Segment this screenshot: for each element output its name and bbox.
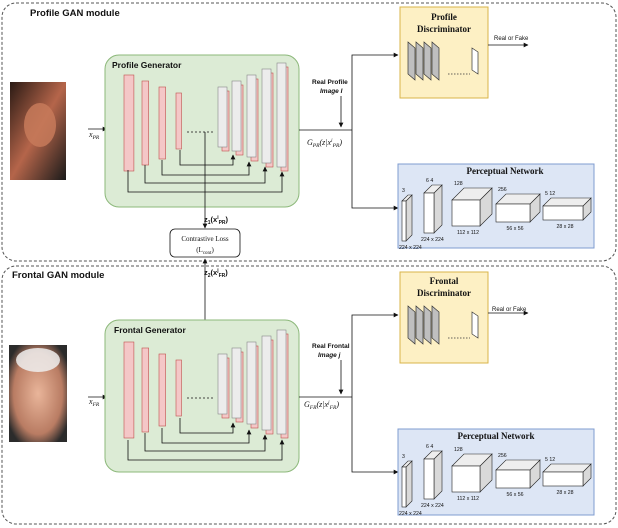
- discriminator-layer: [407, 41, 416, 81]
- perceptual-size-label: 112 x 112: [457, 230, 479, 236]
- profile-input-label: xPR: [88, 130, 100, 141]
- perceptual-size-label: 56 x 56: [506, 226, 523, 232]
- encoder-block: [158, 353, 166, 427]
- profile-module-box: [1, 2, 617, 262]
- profile-generator-label: Profile Generator: [112, 60, 182, 70]
- profile-real-image-label-2: Image I: [320, 88, 343, 95]
- frontal-discriminator-title-2: Discriminator: [417, 288, 471, 298]
- perceptual-layer-side: [405, 460, 413, 508]
- profile-generator-encoder: [123, 74, 182, 172]
- perceptual-size-label: 224 x 224: [421, 237, 444, 243]
- profile-perceptual-title: Perceptual Network: [466, 166, 543, 176]
- profile-generator-decoder: [217, 62, 289, 172]
- perceptual-layer: [423, 192, 435, 234]
- frontal-module-box: [1, 265, 617, 525]
- perceptual-layer: [423, 458, 435, 500]
- discriminator-layer: [415, 305, 424, 345]
- perceptual-layer: [542, 205, 584, 221]
- discriminator-layer: [423, 305, 432, 345]
- perceptual-channel-label: 128: [454, 181, 463, 187]
- perceptual-size-label: 224 x 224: [399, 511, 422, 517]
- frontal-real-image-label: Real Frontal: [312, 343, 350, 350]
- perceptual-layer: [451, 465, 481, 493]
- frontal-module-title: Frontal GAN module: [12, 270, 104, 281]
- frontal-output-label: GFR(z|xjFR): [304, 400, 339, 411]
- perceptual-channel-label: 256: [498, 453, 507, 459]
- decoder-block: [246, 341, 257, 425]
- profile-discriminator-layers: [407, 41, 479, 81]
- frontal-discriminator-layers: [407, 305, 479, 345]
- frontal-input-label: xFR: [88, 397, 100, 408]
- perceptual-size-label: 224 x 224: [421, 503, 444, 509]
- decoder-block: [217, 86, 228, 148]
- discriminator-output-layer: [471, 47, 479, 75]
- perceptual-channel-label: 6 4: [426, 178, 433, 184]
- frontal-discriminator-title-1: Frontal: [430, 276, 459, 286]
- encoder-block: [175, 92, 182, 150]
- perceptual-size-label: 112 x 112: [457, 496, 479, 502]
- decoder-block: [261, 68, 272, 164]
- frontal-generator-decoder: [217, 329, 289, 439]
- encoder-block: [175, 359, 182, 417]
- decoder-block: [276, 329, 287, 435]
- decoder-block: [246, 74, 257, 158]
- perceptual-size-label: 224 x 224: [399, 245, 422, 251]
- perceptual-channel-label: 5 12: [545, 457, 555, 463]
- frontal-real-image-label-2: Image j: [318, 352, 341, 359]
- profile-discriminator-title-1: Profile: [431, 12, 457, 22]
- discriminator-output-layer: [471, 311, 479, 339]
- perceptual-channel-label: 5 12: [545, 191, 555, 197]
- discriminator-layer: [415, 41, 424, 81]
- frontal-generator-label: Frontal Generator: [114, 325, 186, 335]
- perceptual-size-label: 28 x 28: [556, 224, 573, 230]
- encoder-block: [141, 347, 149, 433]
- discriminator-layer: [431, 41, 440, 81]
- discriminator-layer: [407, 305, 416, 345]
- perceptual-layer-top: [542, 463, 592, 473]
- decoder-block: [231, 80, 242, 152]
- perceptual-channel-label: 256: [498, 187, 507, 193]
- contrastive-loss-box: [169, 228, 241, 258]
- encoder-block: [141, 80, 149, 166]
- profile-real-image-label: Real Profile: [312, 79, 348, 86]
- decoder-block: [261, 335, 272, 431]
- profile-output-label: GPR(z|xiPR): [307, 138, 342, 149]
- profile-real-or-fake: Real or Fake: [494, 36, 529, 42]
- perceptual-layer: [542, 471, 584, 487]
- perceptual-layer: [451, 199, 481, 227]
- perceptual-layer-side: [405, 194, 413, 242]
- frontal-latent-label: z2(xjFR): [204, 268, 228, 279]
- frontal-perceptual-title: Perceptual Network: [457, 431, 534, 441]
- frontal-perceptual-layers: 3 224 x 224 6 4 224 x 224 128 112 x 112 256 56 …: [399, 444, 592, 517]
- decoder-block: [231, 347, 242, 419]
- perceptual-size-label: 56 x 56: [506, 492, 523, 498]
- discriminator-layer: [423, 41, 432, 81]
- perceptual-layer: [495, 203, 531, 223]
- decoder-block: [276, 62, 287, 168]
- frontal-real-or-fake: Real or Fake: [492, 307, 527, 313]
- perceptual-layer: [401, 466, 407, 508]
- contrastive-loss-line1: Contrastive Loss: [181, 235, 229, 243]
- contrastive-loss-line2: (Lcont): [196, 246, 214, 256]
- profile-latent-label: z1(xiPR): [204, 215, 229, 226]
- perceptual-size-label: 28 x 28: [556, 490, 573, 496]
- encoder-block: [123, 341, 135, 439]
- perceptual-channel-label: 3: [402, 188, 405, 194]
- frontal-skip-connections: [127, 418, 285, 461]
- decoder-block: [217, 353, 228, 415]
- perceptual-channel-label: 128: [454, 447, 463, 453]
- profile-discriminator-title-2: Discriminator: [417, 24, 471, 34]
- perceptual-channel-label: 3: [402, 454, 405, 460]
- perceptual-channel-label: 6 4: [426, 444, 433, 450]
- perceptual-layer: [495, 469, 531, 489]
- perceptual-layer-top: [542, 197, 592, 207]
- frontal-generator-encoder: [123, 341, 182, 439]
- encoder-block: [123, 74, 135, 172]
- discriminator-layer: [431, 305, 440, 345]
- profile-module-title: Profile GAN module: [30, 8, 120, 19]
- profile-perceptual-layers: 3 224 x 224 6 4 224 x 224 128 112 x 112 256 56 …: [399, 178, 592, 251]
- encoder-block: [158, 86, 166, 160]
- perceptual-layer: [401, 200, 407, 242]
